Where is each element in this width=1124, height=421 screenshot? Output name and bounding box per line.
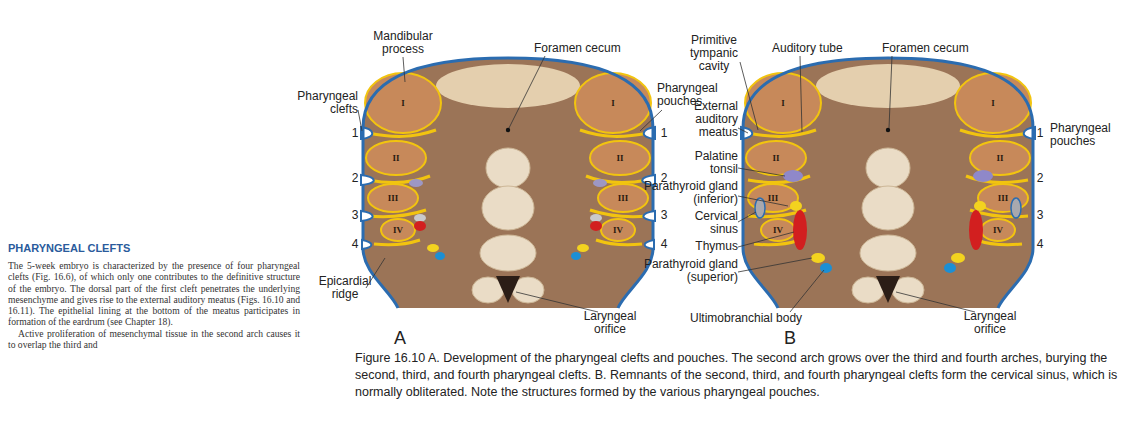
- leader-lines: [358, 56, 975, 312]
- embryo-base: [741, 58, 1035, 308]
- callout-number: 4: [1037, 238, 1044, 251]
- section-heading: PHARYNGEAL CLEFTS: [8, 241, 300, 255]
- part-label: Pharyngeal pouches: [1050, 122, 1122, 148]
- arch-numeral: III: [768, 193, 779, 203]
- arch-numeral: II: [996, 153, 1003, 163]
- arch-numeral: III: [998, 193, 1009, 203]
- glands-left: [755, 170, 832, 273]
- part-label: External auditory meatus: [668, 100, 738, 139]
- embryo-b: [741, 58, 1035, 308]
- leader-line: [509, 56, 545, 128]
- leader-line: [738, 258, 812, 272]
- part-label: Mandibular process: [358, 30, 448, 56]
- leader-line: [738, 232, 794, 247]
- part-label: Parathyroid gland (superior): [643, 258, 738, 284]
- body-paragraph: Active proliferation of mesenchymal tiss…: [8, 328, 300, 351]
- callout-number: 3: [661, 209, 668, 222]
- callout-number: 2: [352, 172, 359, 185]
- arch-numeral: III: [618, 193, 629, 203]
- arch-numeral: I: [611, 98, 615, 108]
- embryo-base: [361, 58, 655, 308]
- part-label: Foramen cecum: [534, 42, 621, 55]
- part-label: Laryngeal orifice: [575, 310, 645, 336]
- arch-numeral: IV: [393, 225, 403, 235]
- clefts-right: [571, 175, 655, 260]
- leader-line: [800, 56, 802, 132]
- arch-numeral: IV: [613, 225, 623, 235]
- part-label: Pharyngeal clefts: [294, 90, 358, 116]
- leader-line: [738, 196, 788, 206]
- leader-line: [738, 212, 756, 222]
- clefts-left: [361, 175, 445, 260]
- part-label: Primitive tympanic cavity: [678, 34, 750, 73]
- callout-number: 3: [352, 209, 359, 222]
- leader-line: [896, 292, 975, 312]
- leader-line: [738, 128, 748, 133]
- arch-numeral: I: [991, 98, 995, 108]
- arch-numeral: I: [781, 98, 785, 108]
- leader-line: [740, 62, 758, 130]
- arch-numeral: II: [772, 153, 779, 163]
- arch-numeral: I: [401, 98, 405, 108]
- leader-line: [403, 57, 405, 82]
- arch-numeral: IV: [773, 225, 783, 235]
- text-column: PHARYNGEAL CLEFTS The 5-week embryo is ch…: [8, 241, 300, 350]
- arch-numeral: IV: [993, 225, 1003, 235]
- callout-number: 3: [1037, 209, 1044, 222]
- leader-line: [889, 56, 892, 128]
- glands-right: [944, 170, 1021, 273]
- callout-number: 4: [661, 238, 668, 251]
- leader-line: [516, 292, 598, 312]
- part-label: Foramen cecum: [882, 42, 969, 55]
- arch-numeral: II: [392, 153, 399, 163]
- part-label: Cervical sinus: [668, 210, 738, 236]
- part-label: Thymus: [668, 240, 738, 253]
- figure-caption: Figure 16.10 A. Development of the phary…: [355, 350, 1120, 401]
- leader-line: [738, 168, 785, 176]
- part-label: Epicardial ridge: [312, 275, 378, 301]
- callout-number: 1: [661, 127, 668, 140]
- arch-numeral: II: [616, 153, 623, 163]
- part-label: Ultimobranchial body: [690, 312, 802, 325]
- arch-numeral: III: [388, 193, 399, 203]
- part-label: Auditory tube: [772, 42, 843, 55]
- leader-line: [358, 110, 362, 131]
- callout-number: 1: [352, 127, 359, 140]
- callout-number: 1: [1037, 127, 1044, 140]
- leader-line: [640, 110, 662, 131]
- embryo-a: [361, 58, 655, 308]
- body-paragraph: The 5-week embryo is characterized by th…: [8, 260, 300, 328]
- figure-letter: B: [784, 328, 796, 348]
- part-label: Palatine tonsil: [668, 150, 738, 176]
- part-label: Parathyroid gland (inferior): [643, 180, 738, 206]
- callout-number: 4: [352, 238, 359, 251]
- leader-line: [790, 270, 824, 312]
- callout-number: 2: [1037, 172, 1044, 185]
- figure-letter: A: [394, 328, 406, 348]
- part-label: Laryngeal orifice: [955, 310, 1025, 336]
